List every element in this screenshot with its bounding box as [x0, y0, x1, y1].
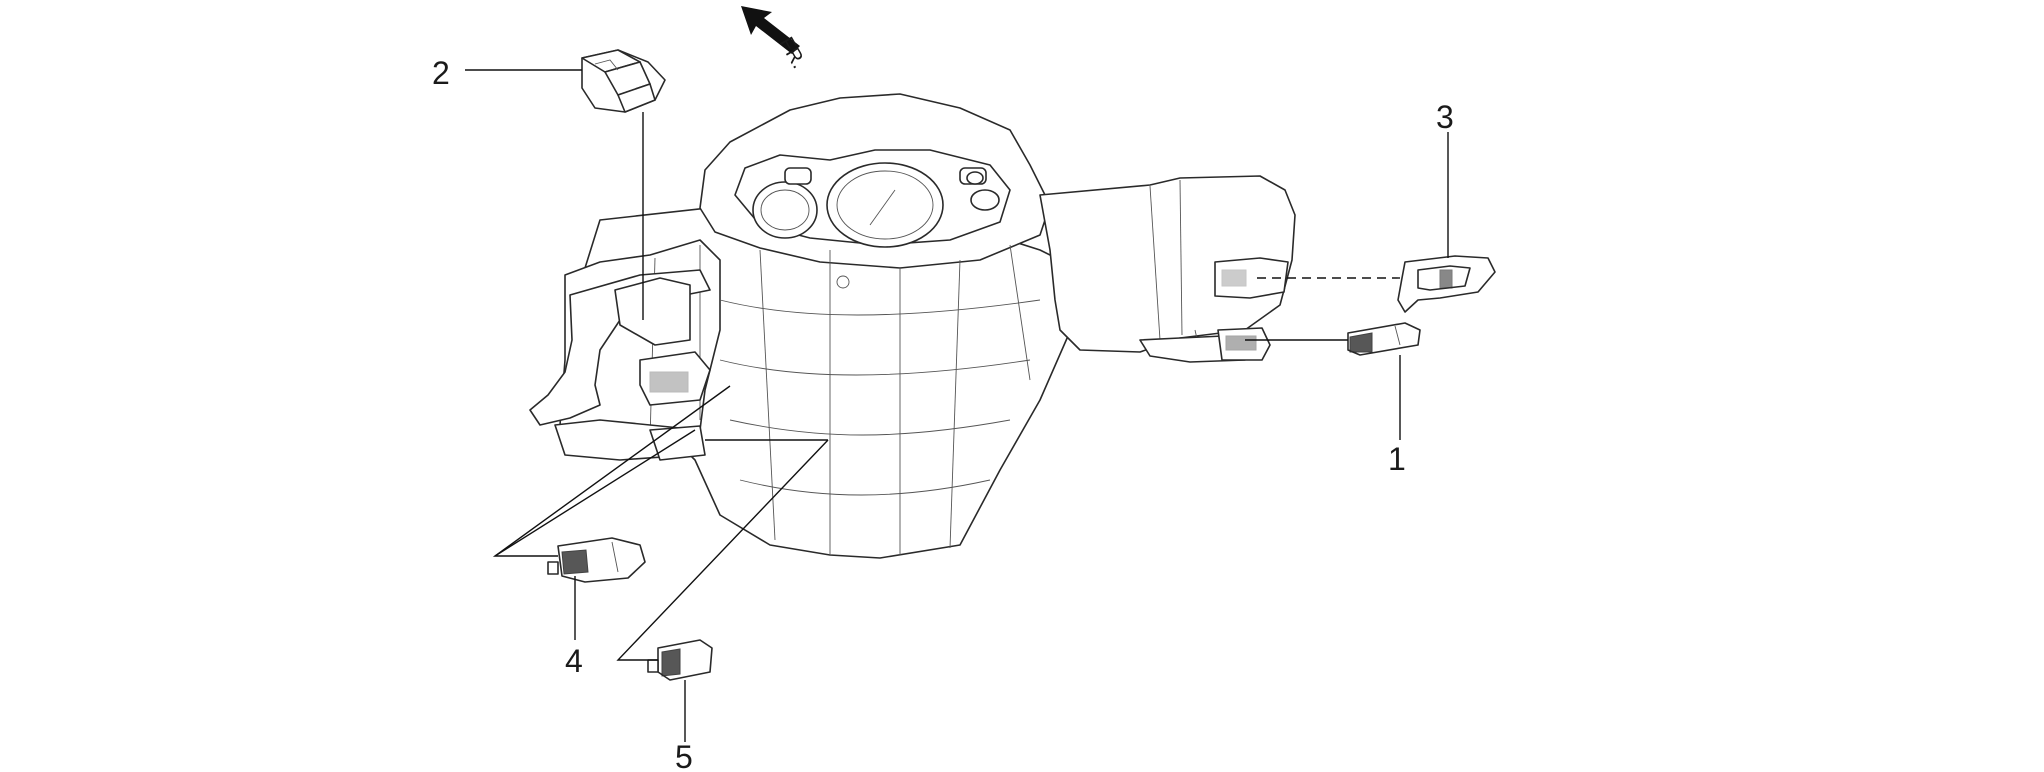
leader-lines	[465, 69, 1449, 742]
switch-4	[547, 537, 646, 583]
front-arrow-icon	[741, 6, 800, 54]
switch-1	[1347, 322, 1421, 356]
callout-5: 5	[675, 739, 693, 772]
callout-2: 2	[432, 55, 450, 91]
switch-5	[647, 639, 713, 681]
front-direction-indicator: FR.	[741, 6, 810, 72]
callout-1: 1	[1388, 441, 1406, 477]
switch-2	[581, 49, 666, 113]
handlebar-cover-body	[529, 93, 1296, 559]
callout-3: 3	[1436, 99, 1454, 135]
callout-4: 4	[565, 643, 583, 679]
switch-3	[1397, 255, 1496, 313]
